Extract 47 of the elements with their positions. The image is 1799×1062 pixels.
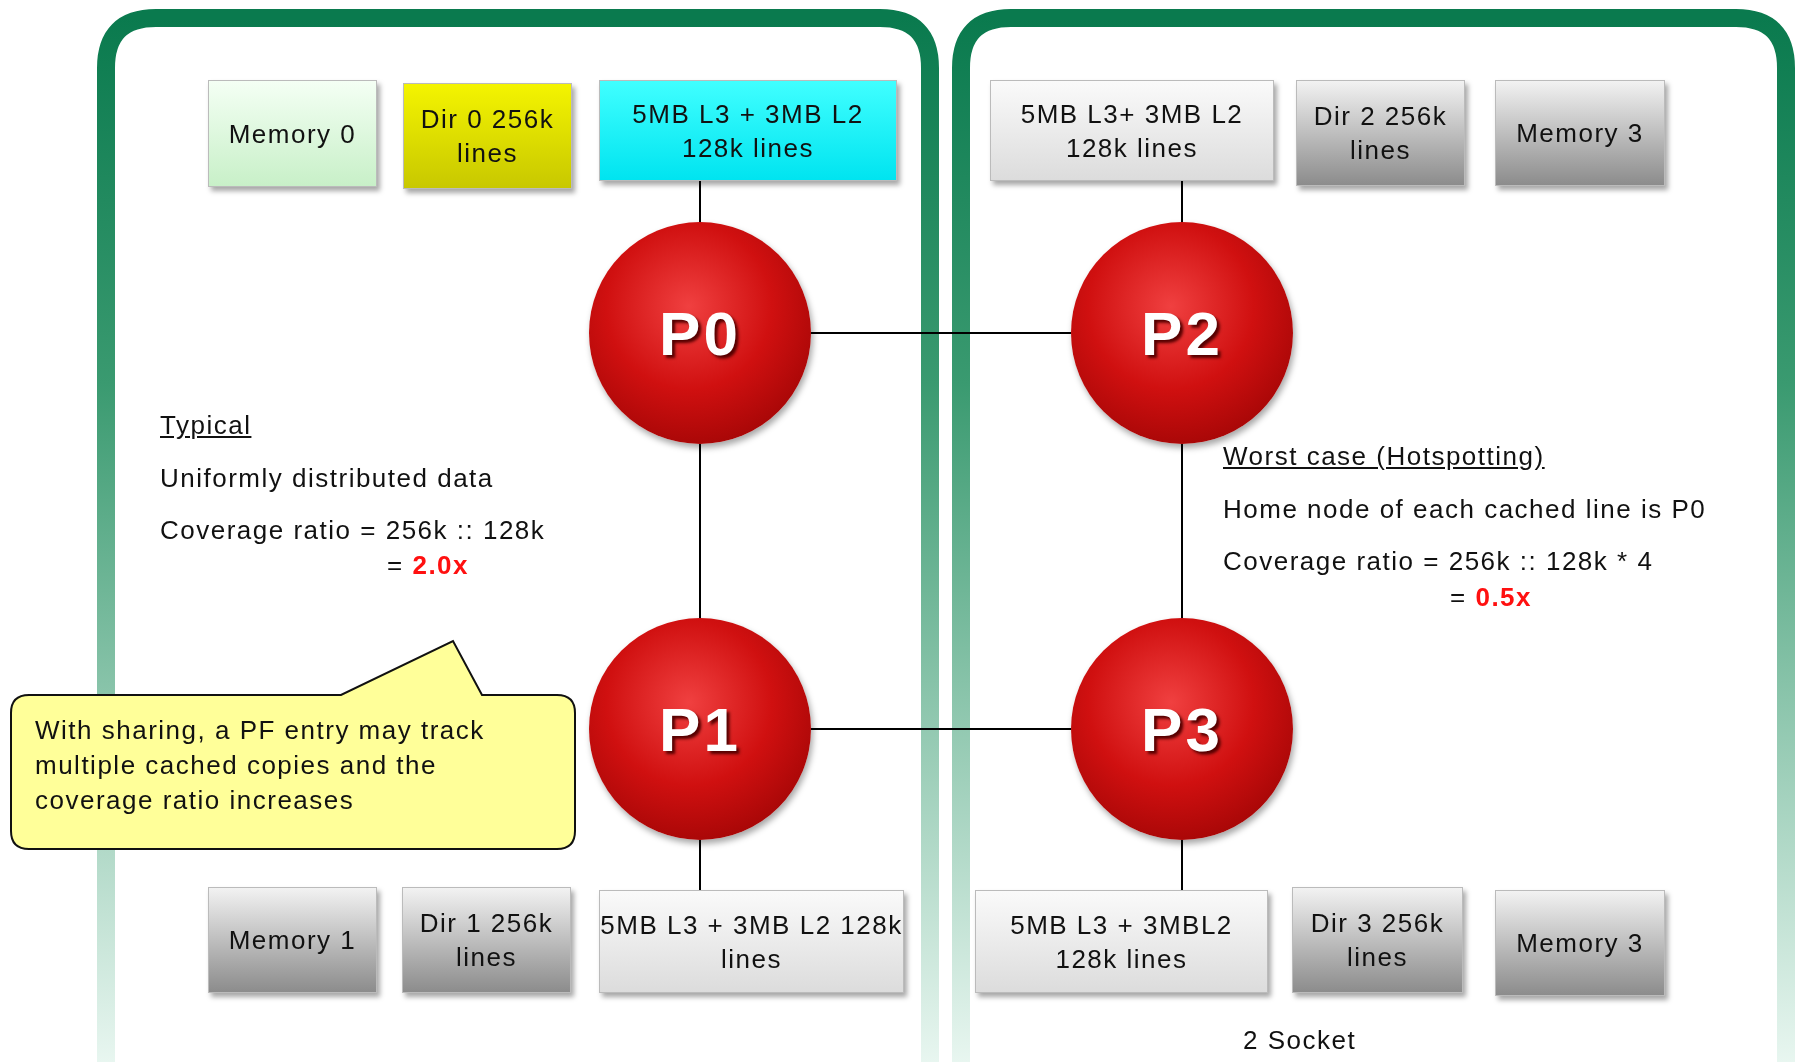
node-label: Dir 2 256k lines bbox=[1312, 100, 1449, 167]
node-label: P1 bbox=[659, 693, 741, 765]
node-label: P2 bbox=[1141, 297, 1223, 369]
heading-text: Worst case (Hotspotting) bbox=[1223, 441, 1545, 472]
node-label: P3 bbox=[1141, 693, 1223, 765]
node-label: Memory 0 bbox=[228, 117, 357, 151]
node-label: 5MB L3 + 3MB L2 128k lines bbox=[631, 97, 865, 165]
cache-box bbox=[599, 890, 904, 993]
formula-text: Coverage ratio = 256k :: 128k bbox=[160, 515, 546, 546]
node-label: Memory 3 bbox=[1516, 117, 1644, 150]
callout-bubble bbox=[9, 639, 577, 851]
connector-line bbox=[810, 332, 1072, 334]
node-label: Dir 0 256k lines bbox=[419, 103, 556, 170]
memory-box bbox=[1296, 80, 1465, 186]
memory-box bbox=[1495, 890, 1665, 996]
formula-text: Coverage ratio = 256k :: 128k * 4 bbox=[1223, 546, 1654, 577]
memory-box bbox=[1495, 80, 1665, 186]
connector-line bbox=[699, 443, 701, 619]
node-label: Dir 3 256k lines bbox=[1309, 907, 1446, 974]
node-label: Memory 3 bbox=[1516, 927, 1644, 960]
body-text: Home node of each cached line is P0 bbox=[1223, 494, 1707, 525]
result-text: = 2.0x bbox=[387, 550, 470, 581]
memory-box bbox=[208, 80, 377, 187]
result-text: = 0.5x bbox=[1450, 582, 1533, 613]
node-label: P0 bbox=[659, 297, 741, 369]
node-label: Dir 1 256k lines bbox=[418, 907, 555, 974]
connector-line bbox=[1181, 180, 1183, 223]
memory-box bbox=[402, 887, 571, 993]
caption-text: 2 Socket bbox=[1243, 1025, 1357, 1056]
memory-box bbox=[599, 80, 897, 181]
memory-box bbox=[1292, 887, 1463, 993]
heading-text: Typical bbox=[160, 410, 252, 441]
node-label: 5MB L3 + 3MBL2 128k lines bbox=[1009, 908, 1234, 976]
node-label: 5MB L3+ 3MB L2 128k lines bbox=[1019, 97, 1245, 165]
memory-box bbox=[403, 83, 572, 189]
connector-line bbox=[1181, 443, 1183, 619]
node-label: Memory 1 bbox=[228, 924, 357, 957]
cache-box bbox=[990, 80, 1274, 181]
connector-line bbox=[699, 839, 701, 891]
node-label: With sharing, a PF entry may track multiple cached copies and the coverage ratio increases bbox=[35, 714, 486, 817]
connector-line bbox=[1181, 839, 1183, 891]
connector-line bbox=[810, 728, 1072, 730]
node-label: 5MB L3 + 3MB L2 128k lines bbox=[600, 908, 903, 976]
memory-box bbox=[208, 887, 377, 993]
body-text: Uniformly distributed data bbox=[160, 463, 494, 494]
cache-box bbox=[975, 890, 1268, 993]
connector-line bbox=[699, 180, 701, 223]
